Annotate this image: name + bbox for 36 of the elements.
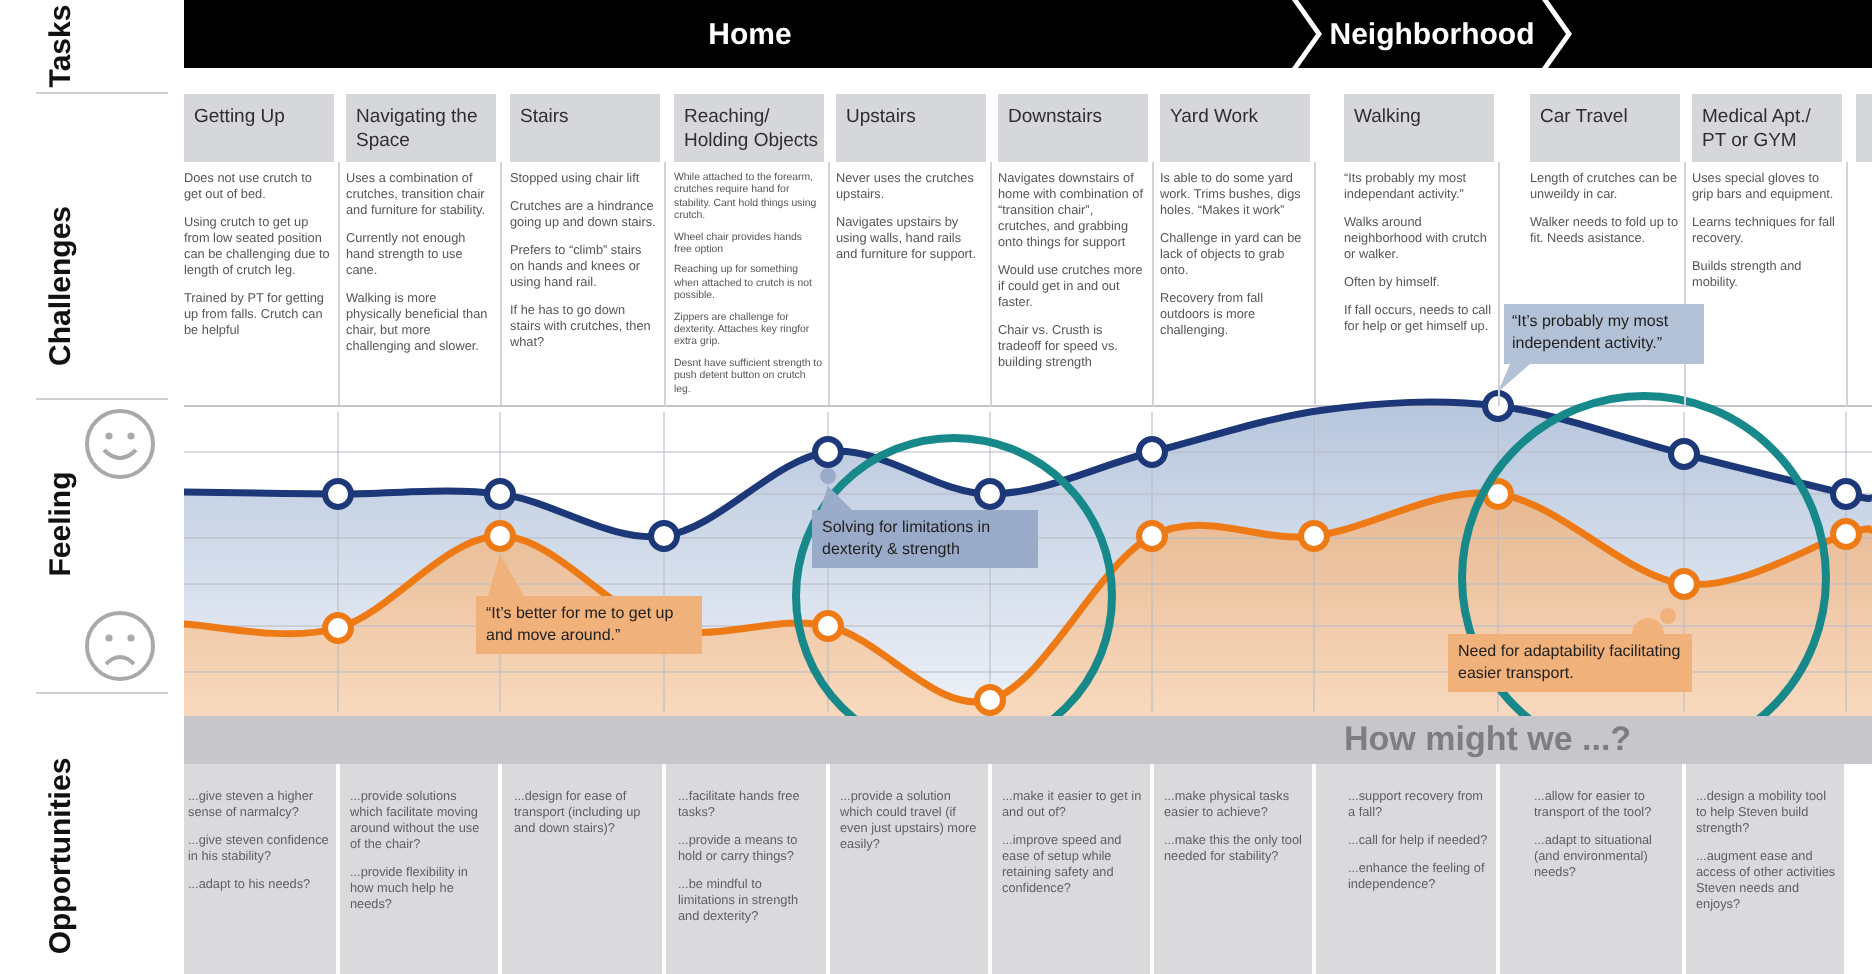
challenge-column (510, 162, 666, 406)
challenge-column (836, 162, 992, 406)
callout-text: “It’s probably my most independent activity.” (1512, 310, 1671, 354)
task-header: Car Travel (1530, 94, 1680, 162)
task-header: Upstairs (836, 94, 986, 162)
opportunity-column (1154, 764, 1316, 974)
prompt-text: How might we ...? (1344, 718, 1632, 762)
task-header (1856, 94, 1872, 162)
challenge-column (184, 162, 340, 406)
opportunity-column (340, 764, 502, 974)
opportunity-column (992, 764, 1154, 974)
challenge-column (674, 162, 830, 406)
row-label: Opportunities (44, 757, 80, 955)
row-label: Challenges (44, 205, 80, 367)
opportunity-column (1686, 764, 1848, 974)
opportunity-column (830, 764, 992, 974)
challenge-column (998, 162, 1154, 406)
prompt-band (184, 716, 1872, 764)
challenge-column (346, 162, 502, 406)
task-header: Downstairs (998, 94, 1148, 162)
task-header: Yard Work (1160, 94, 1310, 162)
row-label: Tasks (44, 4, 80, 88)
row-label: Feeling (44, 471, 80, 577)
opportunity-column (1500, 764, 1686, 974)
opportunity-column (184, 764, 340, 974)
opportunity-column (502, 764, 666, 974)
task-header: Medical Apt./ PT or GYM (1692, 94, 1842, 162)
task-header: Stairs (510, 94, 660, 162)
challenge-column (1344, 162, 1500, 406)
opportunity-column (1316, 764, 1500, 974)
task-header: Getting Up (184, 94, 334, 162)
task-header: Navigating the Space (346, 94, 496, 162)
challenge-column (1160, 162, 1316, 406)
task-header: Reaching/ Holding Objects (674, 94, 824, 162)
opportunity-column (666, 764, 830, 974)
task-header: Walking (1344, 94, 1494, 162)
